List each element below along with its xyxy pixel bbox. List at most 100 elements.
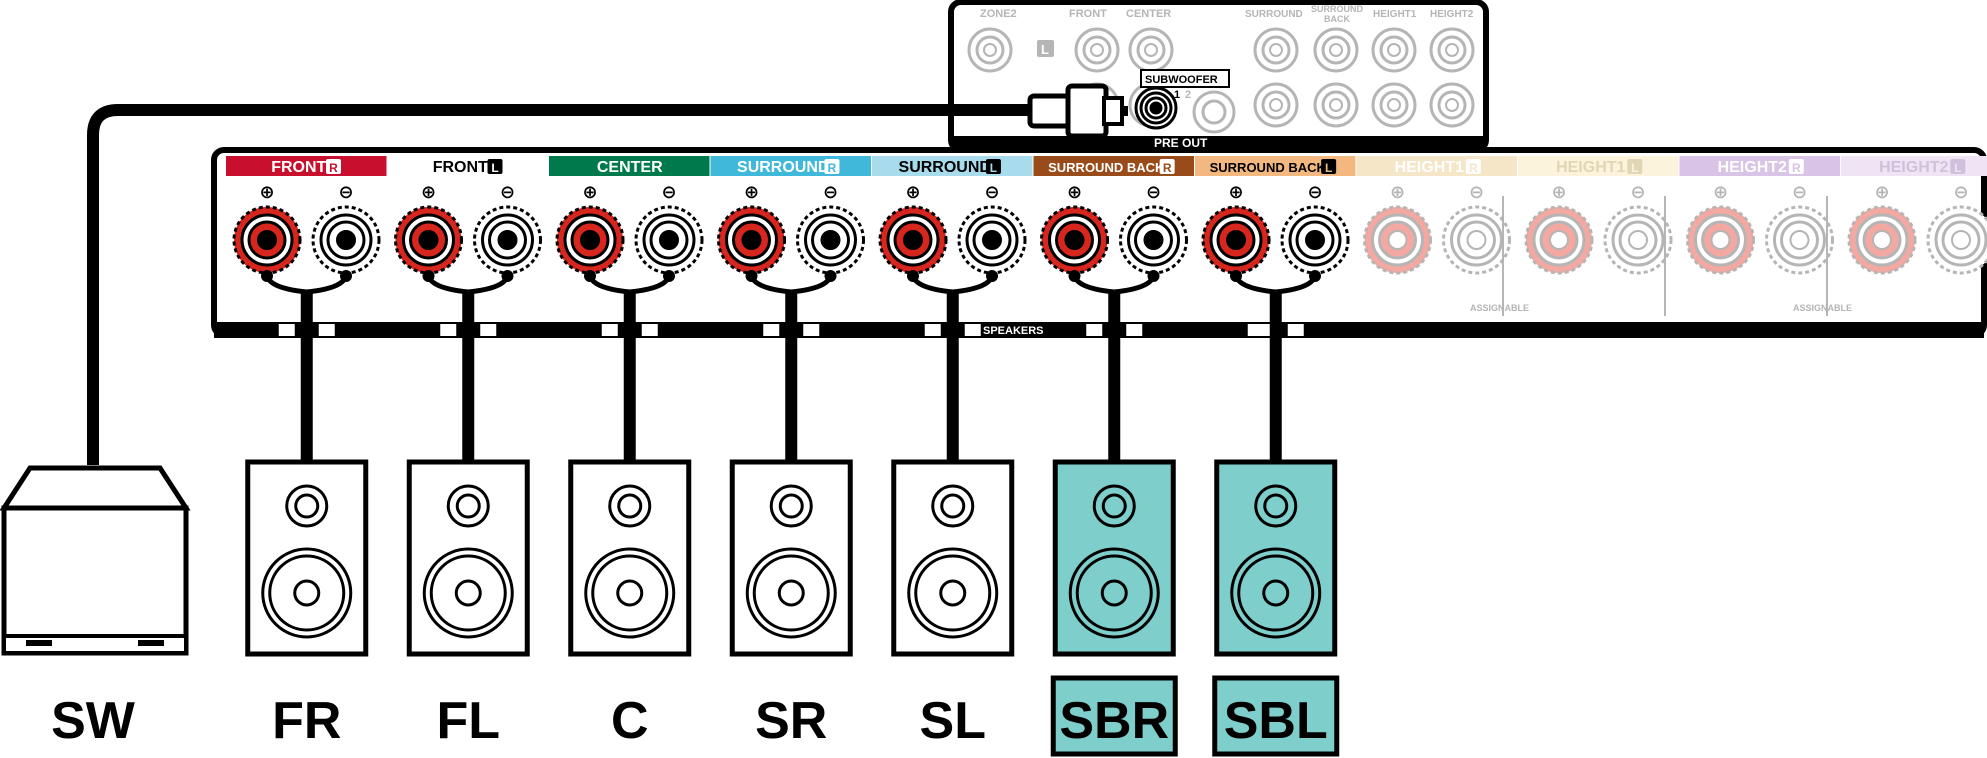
speaker-label-highlight	[1212, 675, 1340, 757]
wire-tip	[501, 270, 514, 282]
negative-terminal	[1765, 205, 1834, 275]
channel-label: CENTER	[549, 156, 710, 176]
channel-label-text: FRONT	[433, 159, 488, 176]
channel-label-text: HEIGHT2	[1879, 159, 1948, 176]
speakers	[0, 459, 1338, 657]
bar-gap	[803, 324, 820, 336]
terminal-pair: ⊕⊖	[1201, 182, 1350, 295]
speaker-label-text: SL	[920, 692, 986, 750]
positive-terminal	[1524, 205, 1594, 275]
plus-symbol: ⊕	[1228, 182, 1243, 202]
tweeter	[1254, 484, 1298, 528]
positive-terminal	[1686, 205, 1755, 275]
preout-jack	[1253, 27, 1299, 73]
subwoofer-foot	[26, 640, 52, 646]
minus-symbol: ⊖	[338, 182, 353, 202]
plus-symbol: ⊕	[1390, 182, 1405, 202]
speaker-sbl	[1214, 459, 1338, 657]
preout-front-label: FRONT	[1069, 8, 1107, 20]
positive-terminal	[1847, 205, 1917, 275]
channel-badge	[1627, 159, 1643, 174]
negative-terminal	[311, 205, 381, 275]
plus-symbol: ⊕	[744, 182, 759, 202]
speaker-label-sw: SW	[51, 692, 136, 750]
channel-label-text: FRONT	[271, 159, 326, 176]
speaker-label-text: C	[611, 692, 649, 750]
minus-symbol: ⊖	[1146, 182, 1161, 202]
channel-label-text: CENTER	[597, 159, 663, 176]
preout-panel-bottom-bar	[951, 136, 1486, 150]
speaker-label-c: C	[611, 692, 649, 750]
negative-terminal	[957, 205, 1027, 275]
preout-jack	[1074, 27, 1120, 73]
channel-badge-text: L	[1325, 161, 1332, 175]
preout-l-badge-text: L	[1041, 42, 1049, 57]
terminal-pair: ⊕⊖	[394, 182, 542, 295]
terminal-pair: ⊕⊖	[555, 182, 704, 295]
channel-label-text: HEIGHT2	[1718, 159, 1787, 176]
wire-tip	[907, 270, 919, 282]
speaker-label-sr: SR	[755, 692, 827, 750]
preout-jacks	[967, 27, 1475, 134]
plus-symbol: ⊕	[1713, 182, 1728, 202]
plus-symbol: ⊕	[1067, 182, 1082, 202]
plus-symbol: ⊕	[1874, 182, 1889, 202]
channel-badge-text: R	[1163, 161, 1172, 175]
negative-terminal	[634, 205, 704, 275]
channel-badge	[1788, 159, 1804, 174]
terminal-pair: ⊕⊖	[232, 182, 381, 295]
preout-jack	[1128, 27, 1174, 73]
channel-badge-text: R	[329, 161, 338, 175]
bar-gap	[964, 324, 981, 336]
minus-symbol: ⊖	[984, 182, 999, 202]
woofer	[584, 547, 676, 639]
woofer	[1068, 547, 1160, 639]
channel-badge	[487, 159, 503, 174]
wire-tip	[422, 270, 435, 282]
speaker-sr	[729, 459, 853, 657]
speaker-label-text: SBR	[1059, 692, 1169, 750]
wire-tip	[663, 270, 675, 282]
bar-gap	[601, 324, 618, 336]
preout-jack	[967, 27, 1013, 73]
woofer	[422, 547, 514, 639]
negative-terminal	[1603, 205, 1673, 275]
plus-symbol: ⊕	[905, 182, 920, 202]
bar-gap	[1252, 324, 1272, 336]
channel-badge-text: R	[1469, 161, 1478, 175]
positive-terminal	[878, 205, 948, 275]
speaker-label-text: SR	[755, 692, 827, 750]
speaker-cables	[300, 292, 1282, 463]
channel-badge	[1950, 159, 1966, 174]
tweeter	[608, 484, 652, 528]
speaker-sw	[0, 465, 191, 656]
speaker-label-text: SW	[51, 692, 136, 750]
terminals: ⊕⊖⊕⊖⊕⊖⊕⊖⊕⊖⊕⊖⊕⊖⊕⊖⊕⊖⊕⊖⊕⊖	[232, 182, 1987, 295]
channel-badge-text: L	[990, 161, 997, 175]
channel-badge-text: L	[491, 161, 498, 175]
pre-out-label: PRE OUT	[1154, 136, 1208, 150]
channel-label-text: SURROUND BACK	[1210, 160, 1327, 175]
subwoofer-label-box	[1140, 69, 1230, 88]
subwoofer-jack-2	[1192, 90, 1236, 134]
terminal-pair: ⊕⊖	[1363, 182, 1511, 275]
tweeter	[769, 484, 813, 528]
channel-label-text: HEIGHT1	[1395, 159, 1464, 176]
preout-center-label: CENTER	[1126, 8, 1171, 20]
channel-badge	[1321, 159, 1337, 174]
wire-tip	[1230, 270, 1242, 282]
negative-terminal	[796, 205, 865, 275]
channel-badge	[824, 159, 840, 174]
woofer	[907, 547, 999, 639]
minus-symbol: ⊖	[1953, 182, 1968, 202]
speaker-label-sl: SL	[920, 692, 986, 750]
channel-badge-text: L	[1631, 161, 1638, 175]
wire-tip	[261, 270, 273, 282]
minus-symbol: ⊖	[1469, 182, 1484, 202]
plus-symbol: ⊕	[259, 182, 274, 202]
channel-badge	[1465, 159, 1481, 174]
subwoofer-jack-1	[1134, 86, 1178, 130]
